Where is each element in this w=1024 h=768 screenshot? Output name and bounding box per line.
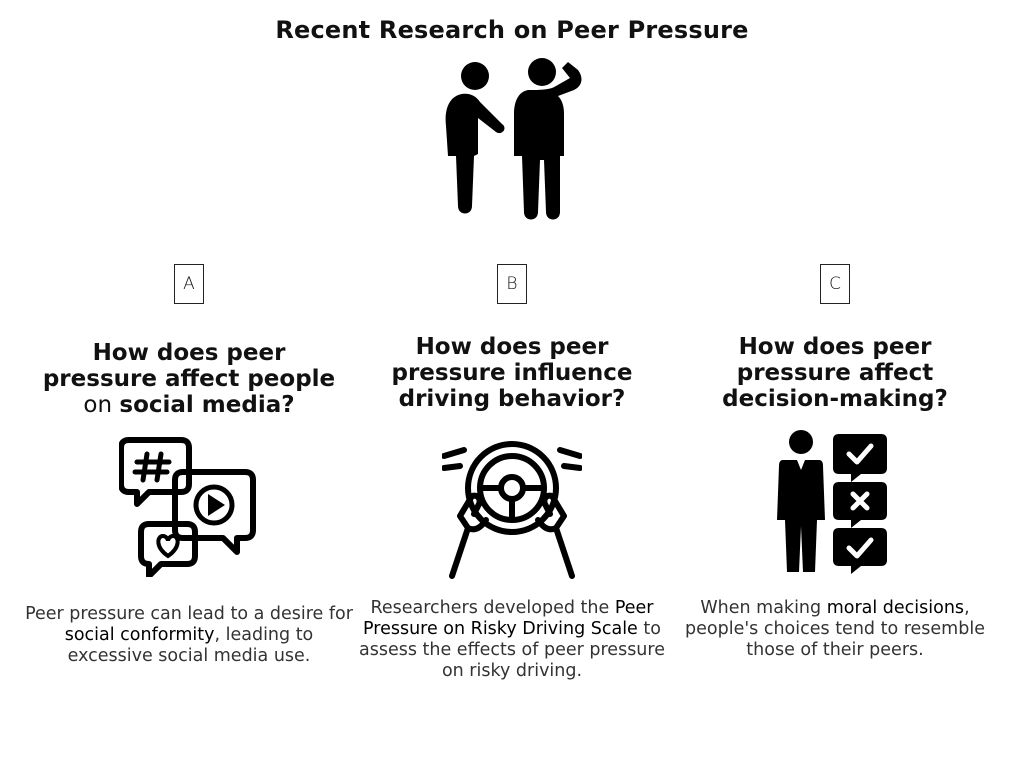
section-label-a: A	[174, 264, 204, 304]
question-mark: ?	[934, 386, 948, 412]
section-label-b: B	[497, 264, 527, 304]
question-line: pressure influence	[391, 360, 633, 386]
question-line: How does peer	[415, 334, 609, 360]
section-c-question: How does peer pressure affect decision-m…	[670, 334, 1000, 412]
question-line: How does peer	[92, 340, 286, 366]
question-line: pressure affect people	[42, 366, 336, 392]
section-a-question: How does peer pressure affect people on …	[24, 340, 354, 418]
page-title: Recent Research on Peer Pressure	[275, 16, 749, 44]
person-with-decision-checklist-icon	[777, 430, 887, 574]
question-line: pressure affect	[736, 360, 934, 386]
section-b: B How does peer pressure influence drivi…	[347, 264, 677, 681]
body-text: Researchers developed the	[370, 598, 615, 618]
question-emphasis: decision-making	[722, 386, 935, 412]
section-a-body: Peer pressure can lead to a desire for s…	[24, 604, 354, 667]
question-emphasis: driving behavior	[398, 386, 613, 412]
body-emphasis: moral decisions	[826, 598, 965, 618]
body-text: , people's choices tend to resemble thos…	[685, 598, 985, 660]
question-line: How does peer	[738, 334, 932, 360]
section-b-question: How does peer pressure influence driving…	[347, 334, 677, 412]
section-b-body: Researchers developed the Peer Pressure …	[347, 598, 677, 682]
section-c: C How does peer pressure affect decision…	[670, 264, 1000, 660]
section-a: A How does peer pressure affect people o…	[24, 264, 354, 666]
body-text: to assess the effects of peer pressure o…	[359, 619, 665, 681]
question-emphasis: social media	[119, 392, 282, 418]
body-emphasis: social conformity	[64, 625, 215, 645]
body-text: Peer pressure can lead to a desire for	[25, 604, 353, 624]
body-text: When making	[700, 598, 827, 618]
body-text: , leading to excessive social media use.	[67, 625, 314, 666]
question-mark: ?	[281, 392, 295, 418]
question-line: on	[83, 392, 120, 418]
section-c-body: When making moral decisions, people's ch…	[670, 598, 1000, 661]
hands-on-steering-wheel-icon	[442, 441, 582, 579]
question-mark: ?	[612, 386, 626, 412]
social-media-chat-bubbles-icon	[119, 437, 256, 577]
section-label-c: C	[820, 264, 850, 304]
two-people-talking-icon	[445, 58, 582, 220]
body-emphasis: Peer Pressure on Risky Driving Scale	[363, 598, 654, 639]
